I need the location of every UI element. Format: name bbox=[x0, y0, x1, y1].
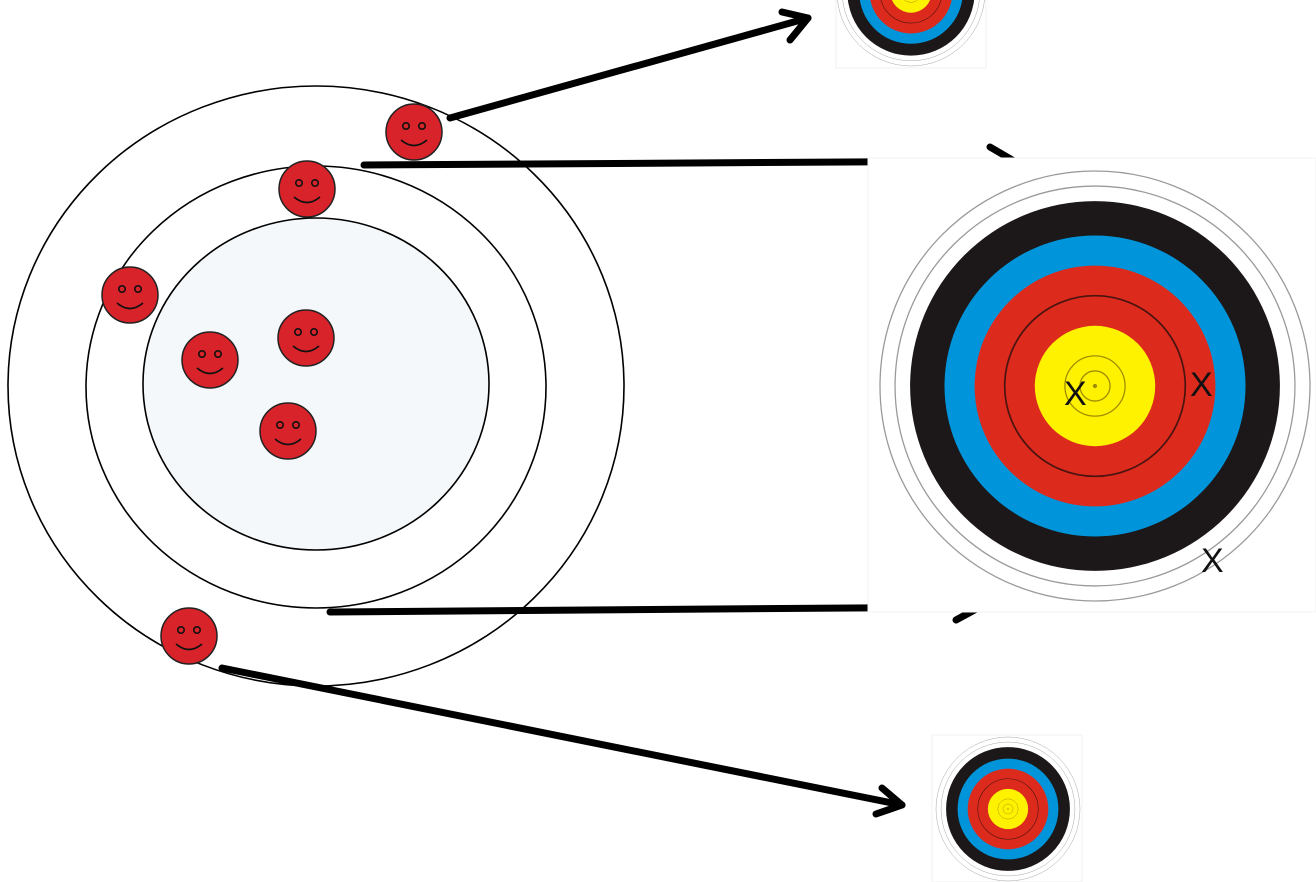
archery-target-icon: X X X bbox=[868, 158, 1316, 612]
smiley-face-icon bbox=[102, 267, 158, 323]
hit-mark: X bbox=[1064, 375, 1087, 413]
smiley-face-icon bbox=[279, 161, 335, 217]
archery-target-icon bbox=[836, 0, 986, 68]
smiley-face-icon bbox=[278, 310, 334, 366]
archery-target-icon bbox=[932, 735, 1082, 882]
smiley-face-icon bbox=[386, 104, 442, 160]
hit-mark: X bbox=[1190, 366, 1213, 404]
smiley-face-icon bbox=[182, 332, 238, 388]
arrow-icon bbox=[450, 12, 808, 118]
smiley-face-icon bbox=[260, 403, 316, 459]
smiley-face-icon bbox=[161, 608, 217, 664]
hit-mark: X bbox=[1201, 542, 1224, 580]
arrow-icon bbox=[222, 668, 902, 814]
